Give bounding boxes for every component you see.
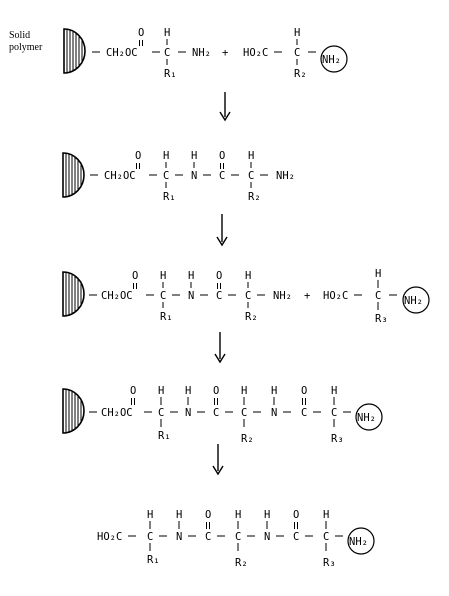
s4-nh1-h: H [185,385,191,397]
s1-plus: + [222,47,228,59]
s5-c-co1: C [205,531,211,543]
s5-h1: H [147,509,153,521]
s1-amine: NH₂ [192,47,211,59]
s5-c3: C [323,531,329,543]
s3-r1: R₁ [160,311,173,323]
s3-o2: O [216,270,222,282]
s4-protected-amine: NH₂ [357,412,376,424]
s4-r1: R₁ [158,430,171,442]
s3-aa3-h: H [375,268,381,280]
s4-r3: R₃ [331,433,344,445]
s4-o2: O [213,385,219,397]
s4-h3: H [331,385,337,397]
s1-r2: R₂ [294,68,307,80]
step1-row: CH₂OC O H C R₁ NH₂ + HO₂C H C R₂ NH₂ [63,27,348,80]
s5-r1: R₁ [147,554,160,566]
s3-nh-h: H [188,270,194,282]
s4-resin-ester: CH₂OC [101,407,133,419]
s4-h2: H [241,385,247,397]
s2-n: N [191,170,197,182]
s3-n: N [188,290,194,302]
s3-r2: R₂ [245,311,258,323]
s2-c2: C [248,170,254,182]
s3-acid: HO₂C [323,290,348,302]
s1-carbonyl-o: O [138,27,144,39]
s3-c2: C [245,290,251,302]
s3-c1: C [160,290,166,302]
s2-h2: H [248,150,254,162]
solid-polymer-bead [62,271,85,317]
s4-o3: O [301,385,307,397]
s1-alpha-c: C [164,47,170,59]
solid-label: Solid [9,30,30,41]
s3-h2: H [245,270,251,282]
s5-r2: R₂ [235,557,248,569]
s5-acid: HO₂C [97,531,122,543]
step2-row: CH₂OC O H C R₁ H N O C H C R₂ NH₂ [62,150,295,203]
s5-protected-amine: NH₂ [349,536,368,548]
s3-plus: + [304,290,310,302]
s3-protected-amine: NH₂ [404,295,423,307]
s1-protected-amine: NH₂ [322,54,341,66]
s5-c-co2: C [293,531,299,543]
s5-n2: N [264,531,270,543]
s2-r2: R₂ [248,191,261,203]
solid-polymer-bead [62,388,85,434]
s5-nh1-h: H [176,509,182,521]
s5-h2: H [235,509,241,521]
s5-n1: N [176,531,182,543]
solid-polymer-bead [63,28,86,74]
s4-nh2-h: H [271,385,277,397]
s4-c-co1: C [213,407,219,419]
s1-acid: HO₂C [243,47,268,59]
s2-c-co: C [219,170,225,182]
s4-c3: C [331,407,337,419]
s3-aa3-c: C [375,290,381,302]
s3-h1: H [160,270,166,282]
step4-row: CH₂OC O H C R₁ H N O C H C R₂ H N O C H [62,385,383,445]
s3-amine: NH₂ [273,290,292,302]
s5-nh2-h: H [264,509,270,521]
s5-r3: R₃ [323,557,336,569]
s2-c1: C [163,170,169,182]
s1-aa2-c: C [294,47,300,59]
step5-row: HO₂C H C R₁ H N O C H C R₂ H N O C H C [97,509,375,569]
s5-o2: O [205,509,211,521]
s5-c1: C [147,531,153,543]
s4-c1: C [158,407,164,419]
s4-c2: C [241,407,247,419]
s2-resin-ester: CH₂OC [104,170,136,182]
s4-c-co2: C [301,407,307,419]
s4-protecting-group-ring [355,403,383,431]
s4-h1: H [158,385,164,397]
s2-o1: O [135,150,141,162]
s2-h1: H [163,150,169,162]
s2-amine: NH₂ [276,170,295,182]
s3-protecting-group-ring [402,286,430,314]
s5-protecting-group-ring [347,527,375,555]
s1-aa2-h: H [294,27,300,39]
s3-o1: O [132,270,138,282]
s2-o2: O [219,150,225,162]
s1-alpha-h: H [164,27,170,39]
step3-row: CH₂OC O H C R₁ H N O C H C R₂ NH₂ + HO₂C… [62,268,430,325]
s2-nh-h: H [191,150,197,162]
s1-resin-ester: CH₂OC [106,47,138,59]
s5-h3: H [323,509,329,521]
s5-c2: C [235,531,241,543]
s1-protecting-group-ring [320,45,348,73]
polymer-label: polymer [9,42,43,53]
s4-o1: O [130,385,136,397]
s4-n1: N [185,407,191,419]
s3-c-co: C [216,290,222,302]
s5-o3: O [293,509,299,521]
s1-r1: R₁ [164,68,177,80]
s4-r2: R₂ [241,433,254,445]
s4-n2: N [271,407,277,419]
solid-polymer-bead [62,152,85,198]
s3-r3: R₃ [375,313,388,325]
s2-r1: R₁ [163,191,176,203]
s3-resin-ester: CH₂OC [101,290,133,302]
